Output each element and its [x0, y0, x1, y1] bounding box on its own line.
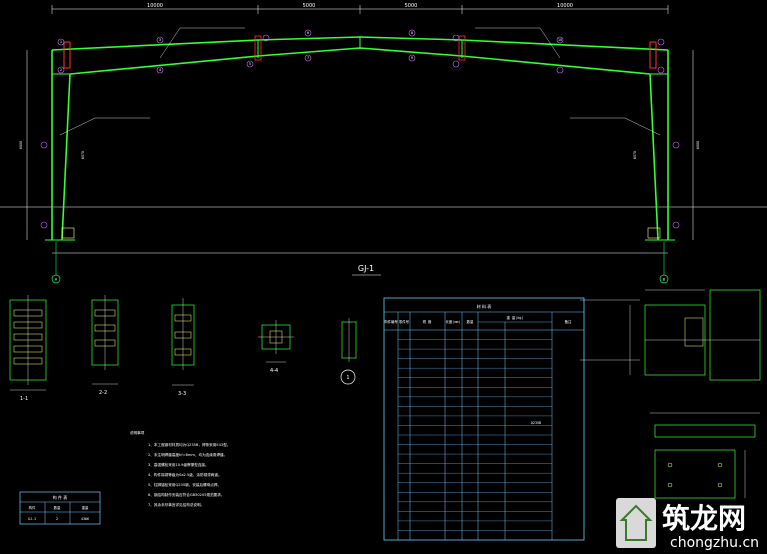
section-label-1-1: 1-1 — [20, 396, 28, 402]
design-notes: 说明事项 1、本工程钢材材质均为Q235B，焊条采用E43型。 2、未注明焊缝高… — [130, 430, 230, 507]
svg-text:5: 5 — [249, 62, 251, 66]
section-label-3-3: 3-3 — [178, 391, 186, 397]
materials-rows — [398, 339, 552, 531]
member-table: 构 件 表 构件 数量 重量 GJ-1 2 4366 — [19, 491, 101, 525]
notes-title: 说明事项 — [130, 430, 145, 435]
splice-joint-left — [254, 35, 262, 61]
materials-title: 材 料 表 — [477, 303, 492, 309]
watermark-en: chongzhu.cn — [670, 535, 759, 551]
left-base-plate — [61, 227, 75, 239]
svg-text:4366: 4366 — [81, 517, 89, 521]
portal-frame: 10000 5000 5000 10000 — [0, 3, 767, 284]
mat-header-part: 零件号 — [399, 319, 410, 324]
svg-text:2: 2 — [60, 68, 62, 72]
span-dim-1: 10000 — [147, 3, 163, 9]
svg-text:2: 2 — [56, 517, 58, 521]
note-line-4: 4、构件除锈等级为Sa2.5级，涂防锈漆两道。 — [148, 472, 222, 477]
mat-header-length: 长度(mm) — [446, 319, 461, 324]
section-2-2: 2-2 — [91, 295, 119, 396]
note-line-5: 5、柱脚锚栓采用Q235钢，安装后螺母点焊。 — [148, 482, 221, 487]
axis-label-a: A — [55, 278, 58, 282]
axis-bubble-b — [659, 274, 669, 284]
section-4-4: 4-4 — [258, 320, 294, 374]
svg-text:1: 1 — [60, 40, 62, 44]
right-height-text: 6000 — [696, 141, 700, 149]
right-knee-joint — [649, 41, 657, 69]
note-line-7: 7、其余未尽事宜详见结构总说明。 — [148, 502, 204, 507]
section-label-4-4: 4-4 — [270, 368, 278, 374]
right-inner-height: 6570 — [633, 151, 637, 159]
frame-title: GJ-1 — [358, 264, 374, 273]
svg-text:4: 4 — [159, 68, 161, 72]
section-label-2-2: 2-2 — [99, 390, 107, 396]
span-dim-2: 5000 — [303, 3, 316, 9]
right-base-plate — [647, 227, 661, 239]
mat-header-weight: 重 量(kg) — [507, 315, 524, 320]
mat-header-qty: 数量 — [467, 319, 474, 324]
svg-text:GJ-1: GJ-1 — [28, 517, 36, 521]
detail-bubble — [340, 369, 356, 385]
detail-1: 1 — [340, 318, 357, 385]
watermark: 筑龙网 chongzhu.cn — [616, 498, 759, 551]
mat-header-note: 备注 — [565, 319, 572, 324]
svg-text:7: 7 — [307, 56, 309, 60]
mat-header-spec: 规 格 — [423, 319, 432, 324]
section-details: 1-1 2-2 3-3 4-4 — [9, 295, 357, 402]
note-line-2: 2、未注明焊缝高度hf=6mm，均为连续角焊缝。 — [148, 452, 227, 457]
span-dim-3: 5000 — [405, 3, 418, 9]
materials-table: 材 料 表 构件编号 零件号 规 格 长度(mm) 数量 重 量(kg) 备注 … — [383, 297, 585, 541]
member-table-title: 构 件 表 — [53, 494, 68, 500]
note-line-3: 3、高强螺栓采用10.9级摩擦型连接。 — [148, 462, 209, 467]
svg-text:8: 8 — [411, 31, 413, 35]
svg-text:构件: 构件 — [29, 505, 36, 510]
section-3-3: 3-3 — [171, 298, 195, 397]
axis-bubble-a — [51, 274, 61, 284]
watermark-cn: 筑龙网 — [662, 502, 746, 535]
connection-details — [580, 289, 761, 499]
left-height-text: 6000 — [19, 141, 23, 149]
svg-text:6: 6 — [307, 31, 309, 35]
note-line-6: 6、钢结构制作安装应符合GB50205规范要求。 — [148, 492, 224, 497]
svg-text:3: 3 — [159, 38, 161, 42]
detail-number: 1 — [346, 375, 349, 381]
svg-text:9: 9 — [411, 56, 413, 60]
mat-header-member: 构件编号 — [384, 319, 398, 324]
splice-joint-right — [458, 35, 466, 61]
svg-text:重量: 重量 — [82, 505, 89, 510]
right-column-inner — [649, 73, 659, 241]
span-dim-4: 10000 — [557, 3, 573, 9]
frame-callouts: 1 2 3 4 5 6 7 8 9 10 — [40, 29, 680, 229]
svg-text:数量: 数量 — [54, 505, 61, 510]
left-inner-height: 6570 — [81, 151, 85, 159]
mat-note: Q235B — [531, 421, 541, 425]
section-1-1: 1-1 — [9, 295, 47, 402]
left-column-inner — [61, 73, 71, 241]
note-line-1: 1、本工程钢材材质均为Q235B，焊条采用E43型。 — [148, 442, 230, 447]
axis-label-b: B — [663, 278, 665, 282]
svg-text:10: 10 — [558, 38, 562, 42]
left-knee-joint — [63, 41, 71, 69]
